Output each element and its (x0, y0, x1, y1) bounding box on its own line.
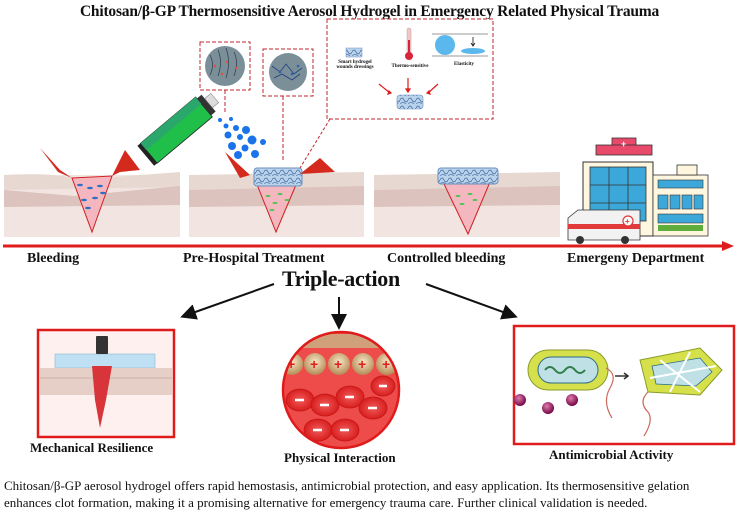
inset-label-line: wounds dressings (336, 65, 374, 70)
caption-mechanical: Mechanical Resilience (30, 440, 154, 455)
svg-text:+: + (334, 356, 342, 372)
antimicrobial-particles (514, 394, 578, 414)
spray-droplets (218, 117, 266, 159)
inset-label-line: Smart hydrogel (338, 60, 372, 65)
caption-antimicrobial: Antimicrobial Activity (549, 447, 674, 462)
stage-label-bleeding: Bleeding (27, 251, 80, 266)
stage-panel-pre-hospital (189, 152, 364, 237)
inset-label-smart-hydrogel: Smart hydrogel wounds dressings (333, 60, 377, 70)
svg-text:+: + (310, 356, 318, 372)
lysis-arrow (615, 372, 630, 380)
timeline-arrowhead (722, 241, 734, 251)
inset-label-thermo: Thermo-sensitive (391, 64, 429, 69)
mechanical-resilience-panel (36, 328, 176, 439)
polymer-zoom-circle-1 (199, 41, 251, 113)
physical-interaction-panel: + + + + + (281, 330, 401, 450)
svg-text:+: + (382, 356, 390, 372)
polymer-zoom-circle-2 (262, 48, 314, 160)
stage-panel-controlled (374, 167, 560, 237)
svg-text:+: + (621, 139, 626, 149)
svg-text:+: + (358, 356, 366, 372)
svg-text:+: + (625, 217, 630, 226)
caption-physical: Physical Interaction (284, 450, 396, 465)
stage-label-controlled: Controlled bleeding (387, 251, 506, 266)
bacteria-lysed-icon (639, 347, 723, 437)
stage-label-pre-hospital: Pre-Hospital Treatment (183, 251, 325, 266)
elasticity-icon (432, 33, 488, 57)
arrow-to-antimicrobial (425, 283, 518, 320)
properties-inset (299, 18, 494, 169)
hydrogel-dressing-icon (345, 47, 363, 58)
antimicrobial-activity-panel (512, 324, 736, 446)
stage-label-emergency: Emergeny Department (567, 251, 705, 266)
hydrogel-result-icon (396, 94, 424, 110)
arrow-to-mechanical (180, 283, 275, 320)
aerosol-can-icon (137, 92, 219, 166)
inset-label-elasticity: Elasticity (454, 62, 474, 67)
ambulance-icon: + (567, 209, 641, 244)
summary-text: Chitosan/β-GP aerosol hydrogel offers ra… (4, 478, 690, 510)
svg-text:+: + (287, 356, 295, 372)
bacteria-intact-icon (527, 349, 614, 419)
thermometer-icon (405, 27, 413, 60)
stage-panel-bleeding (4, 148, 180, 237)
triple-action-label: Triple-action (282, 266, 400, 291)
figure-title: Chitosan/β-GP Thermosensitive Aerosol Hy… (79, 3, 660, 20)
